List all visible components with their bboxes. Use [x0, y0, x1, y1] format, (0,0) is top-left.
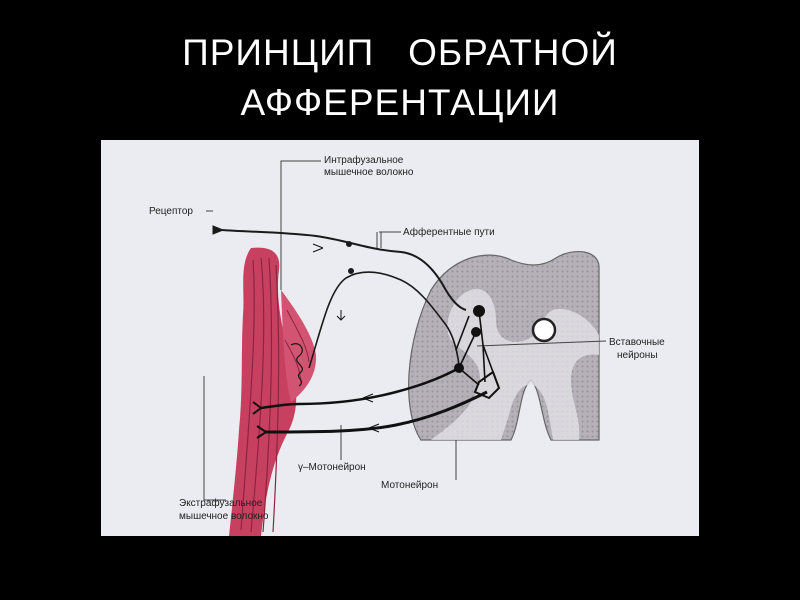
direction-arrow-gamma — [362, 393, 374, 403]
label-intrafusal-1: Интрафузальное — [324, 154, 404, 166]
gamma-motoneuron-fiber — [260, 366, 460, 410]
grey-matter — [431, 289, 599, 440]
direction-arrow-loop — [336, 310, 346, 321]
direction-arrow-afferent — [312, 243, 324, 253]
afferentation-diagram: Интрафузальное мышечное волокно Рецептор… — [101, 140, 699, 536]
spinal-ganglion-cell-2 — [348, 268, 354, 274]
motoneuron-body — [473, 370, 501, 400]
spinal-cord-section — [408, 251, 600, 441]
label-pointers — [203, 160, 607, 501]
receptor-ending — [212, 225, 225, 235]
central-canal — [531, 317, 557, 343]
afferent-pathways — [212, 225, 467, 387]
title-line-1: ПРИНЦИП ОБРАТНОЙ — [182, 32, 618, 73]
motor-endplate-1 — [252, 401, 262, 415]
label-intrafusal-2: мышечное волокно — [324, 167, 414, 178]
label-gamma-motoneuron: γ–Мотонейрон — [298, 462, 366, 473]
label-extrafusal-1: Экстрафузальное — [179, 497, 263, 509]
motor-endplate-2 — [256, 425, 267, 439]
afferent-fiber-2 — [308, 271, 460, 369]
afferent-fiber-1 — [220, 229, 467, 311]
muscle — [229, 247, 317, 536]
slide-title: ПРИНЦИП ОБРАТНОЙ АФФЕРЕНТАЦИИ — [0, 28, 800, 128]
intrafusal-muscle-fiber — [281, 290, 317, 402]
label-receptor: Рецептор — [149, 206, 193, 217]
label-extrafusal-2: мышечное волокно — [179, 511, 269, 522]
alpha-motoneuron-fiber — [265, 390, 488, 434]
label-interneurons-1: Вставочные — [609, 337, 665, 348]
title-line-2: АФФЕРЕНТАЦИИ — [240, 82, 560, 123]
label-motoneuron: Мотонейрон — [381, 480, 438, 491]
direction-arrow-alpha — [368, 423, 380, 433]
label-interneurons-2: нейроны — [617, 350, 658, 361]
label-afferent: Афферентные пути — [403, 226, 495, 238]
spinal-ganglion-cell-1 — [346, 241, 352, 247]
spindle-coil — [290, 343, 303, 387]
efferent-pathways — [252, 243, 488, 439]
